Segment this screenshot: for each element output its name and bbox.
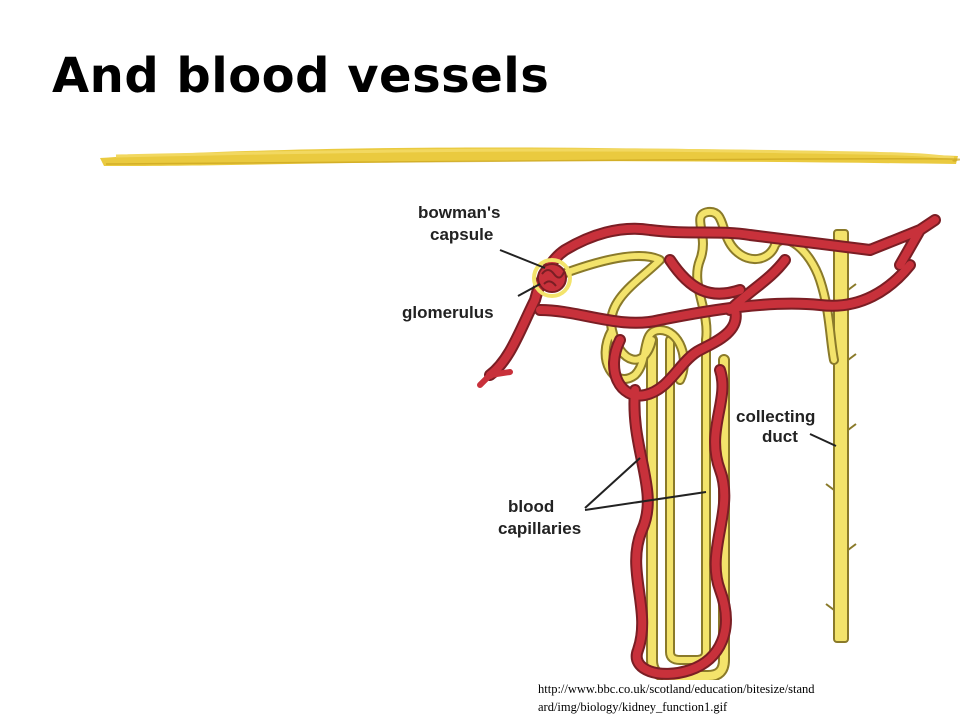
glomerulus (532, 258, 572, 298)
slide-title: And blood vessels (52, 48, 550, 104)
label-bowmans-capsule-line2: capsule (430, 225, 493, 244)
nephron-diagram: bowman's capsule glomerulus collecting d… (402, 203, 941, 680)
label-collecting-duct-line1: collecting (736, 407, 815, 426)
label-pointers (499, 249, 837, 511)
label-blood-capillaries-line2: capillaries (498, 519, 581, 538)
label-glomerulus: glomerulus (402, 303, 494, 322)
label-bowmans-capsule-line1: bowman's (418, 203, 500, 222)
label-collecting-duct-line2: duct (762, 427, 798, 446)
source-url-line2[interactable]: ard/img/biology/kidney_function1.gif (538, 700, 728, 714)
title-underline (100, 147, 960, 166)
label-blood-capillaries-line1: blood (508, 497, 554, 516)
blood-vessels (477, 214, 941, 680)
collecting-duct (825, 229, 857, 643)
source-url-line1[interactable]: http://www.bbc.co.uk/scotland/education/… (538, 682, 815, 696)
source-url[interactable]: http://www.bbc.co.uk/scotland/education/… (538, 680, 918, 716)
